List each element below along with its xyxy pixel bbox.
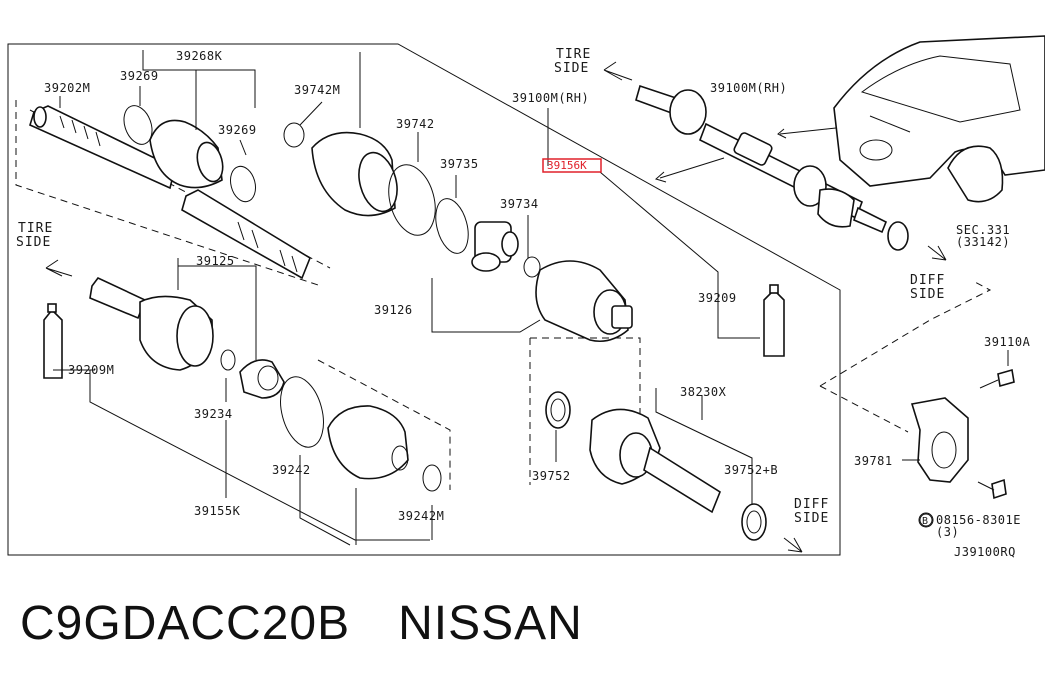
label-39202M: 39202M (44, 81, 90, 95)
boot-band-39242 (280, 376, 324, 448)
label-39110A: 39110A (984, 335, 1031, 349)
stub-shaft-38230X (589, 408, 721, 514)
direction-diff-bottom-1: DIFF (794, 497, 829, 512)
label-39268K: 39268K (176, 49, 223, 63)
seal-39752 (545, 391, 571, 429)
label-39209M: 39209M (68, 363, 114, 377)
label-39209: 39209 (698, 291, 737, 305)
label-39156K: 39156K (547, 159, 587, 172)
label-39734: 39734 (500, 197, 539, 211)
label-39752-B: 39752+B (724, 463, 778, 477)
direction-tire-top-2: SIDE (554, 61, 589, 76)
highlight-box-39156K (542, 158, 602, 173)
label-38230X: 38230X (680, 385, 727, 399)
label-39125: 39125 (196, 254, 235, 268)
label-drawing-code: J39100RQ (954, 545, 1016, 559)
shaft-39202M (15, 100, 331, 286)
boot-kit-leader (317, 359, 451, 490)
label-39155K: 39155K (194, 504, 241, 518)
bracket-leader (819, 281, 992, 433)
brand-name: NISSAN (398, 597, 583, 650)
boot-39268K (123, 105, 256, 203)
label-bolt-qty: (3) (936, 525, 959, 539)
label-sec33142: (33142) (956, 235, 1010, 249)
label-39742: 39742 (396, 117, 435, 131)
direction-diff-bottom-2: SIDE (794, 511, 829, 526)
leader-lines (53, 50, 760, 546)
label-bolt-code: 08156-8301E (936, 513, 1021, 527)
part-code: C9GDACC20B (20, 597, 351, 650)
inner-joint-leader (529, 337, 641, 485)
label-sec331: SEC.331 (956, 223, 1010, 237)
inner-race-39125 (239, 359, 285, 399)
part-caption: C9GDACC20B NISSAN (20, 596, 583, 651)
direction-diff-right-1: DIFF (910, 273, 945, 288)
seal-39752-B (741, 503, 767, 541)
label-39269-right: 39269 (218, 123, 257, 137)
housing-39126 (535, 260, 633, 343)
arrows (45, 61, 947, 553)
label-39234: 39234 (194, 407, 233, 421)
bracket-39781 (910, 368, 1015, 527)
grease-tube-39209 (763, 284, 785, 357)
label-39242M: 39242M (398, 509, 444, 523)
bolt-marker-circle (918, 512, 934, 528)
boot-39742-assembly (311, 131, 469, 254)
boot-39242M-assembly (327, 405, 442, 492)
direction-tire-left-2: SIDE (16, 235, 51, 250)
label-39242: 39242 (272, 463, 311, 477)
car-front-illustration (833, 35, 1045, 203)
clamp-39742M (283, 122, 305, 148)
label-39100M-car: 39100M(RH) (710, 81, 787, 95)
label-39742M: 39742M (294, 83, 340, 97)
direction-diff-right-2: SIDE (910, 287, 945, 302)
label-bolt-marker: B (922, 516, 929, 527)
label-39126: 39126 (374, 303, 413, 317)
exploded-view-frame (7, 43, 841, 556)
direction-tire-left-1: TIRE (18, 221, 53, 236)
label-39735: 39735 (440, 157, 479, 171)
label-39781: 39781 (854, 454, 893, 468)
outer-joint-39125 (89, 276, 214, 371)
drive-shaft-assembly-39100M (635, 84, 909, 251)
direction-tire-top-1: TIRE (556, 47, 591, 62)
label-39269-left: 39269 (120, 69, 159, 83)
label-39100M-main: 39100M(RH) (512, 91, 589, 105)
tripod-joint-39734 (471, 221, 541, 278)
grease-tube-39209M (43, 303, 63, 379)
label-39752: 39752 (532, 469, 571, 483)
snap-ring-39234 (220, 349, 236, 371)
